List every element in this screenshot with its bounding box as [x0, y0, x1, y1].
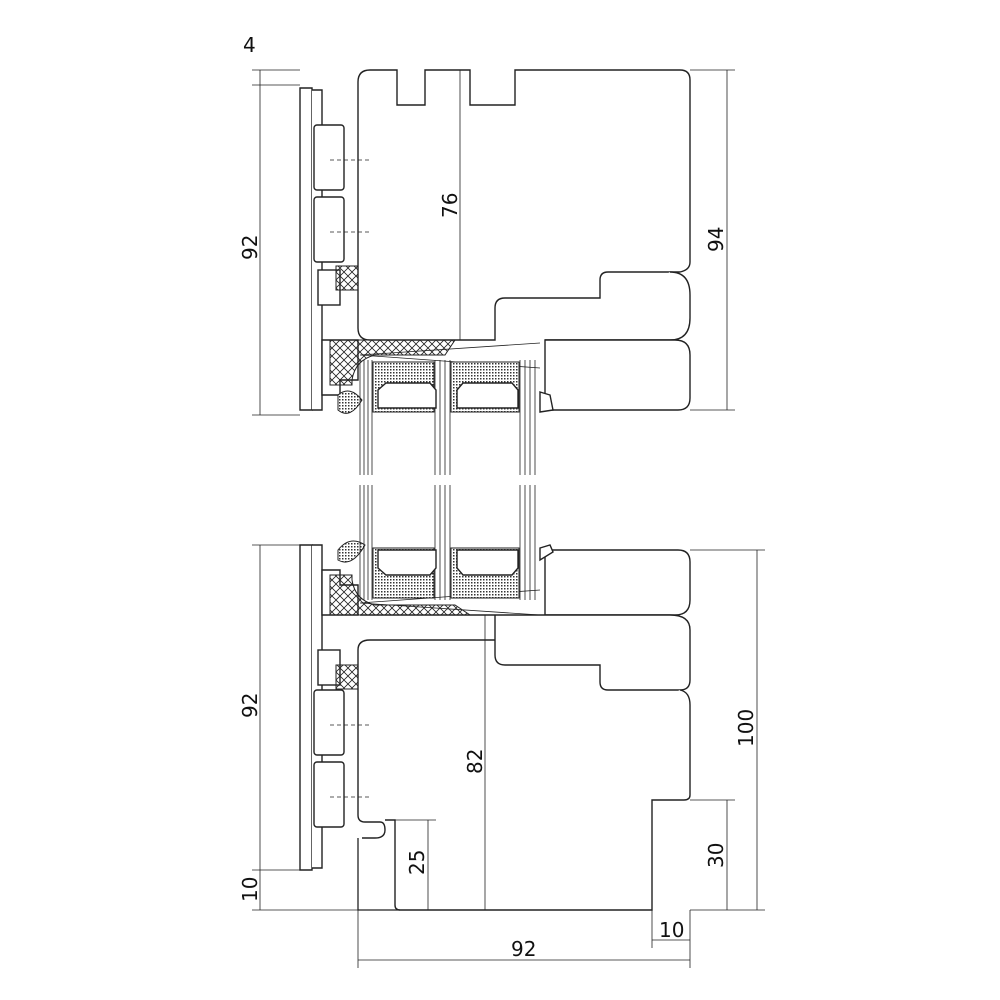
dim-bottom-inner: 82: [463, 749, 487, 774]
dim-bottom-notch-right: 30: [704, 843, 728, 868]
dim-top-frame-height: 92: [238, 235, 262, 260]
bottom-frame-profile: [357, 544, 691, 911]
dim-bottom-total: 100: [734, 709, 758, 747]
dimension-lines: [252, 69, 765, 968]
dim-top-offset: 4: [243, 33, 256, 57]
triple-glazing-unit: [359, 342, 541, 616]
dim-bottom-frame-height: 92: [238, 693, 262, 718]
dim-bottom-offset: 10: [238, 877, 262, 902]
dim-bottom-notch-width: 10: [659, 918, 684, 942]
top-sash-profile: [357, 69, 691, 413]
aluminium-cladding-top: [299, 87, 456, 414]
dim-profile-depth: 92: [511, 937, 536, 961]
dim-top-sash-inner: 76: [438, 193, 462, 218]
aluminium-cladding-bottom: [299, 540, 472, 871]
dim-bottom-notch-left: 25: [405, 850, 429, 875]
dim-top-sash-height: 94: [704, 227, 728, 252]
